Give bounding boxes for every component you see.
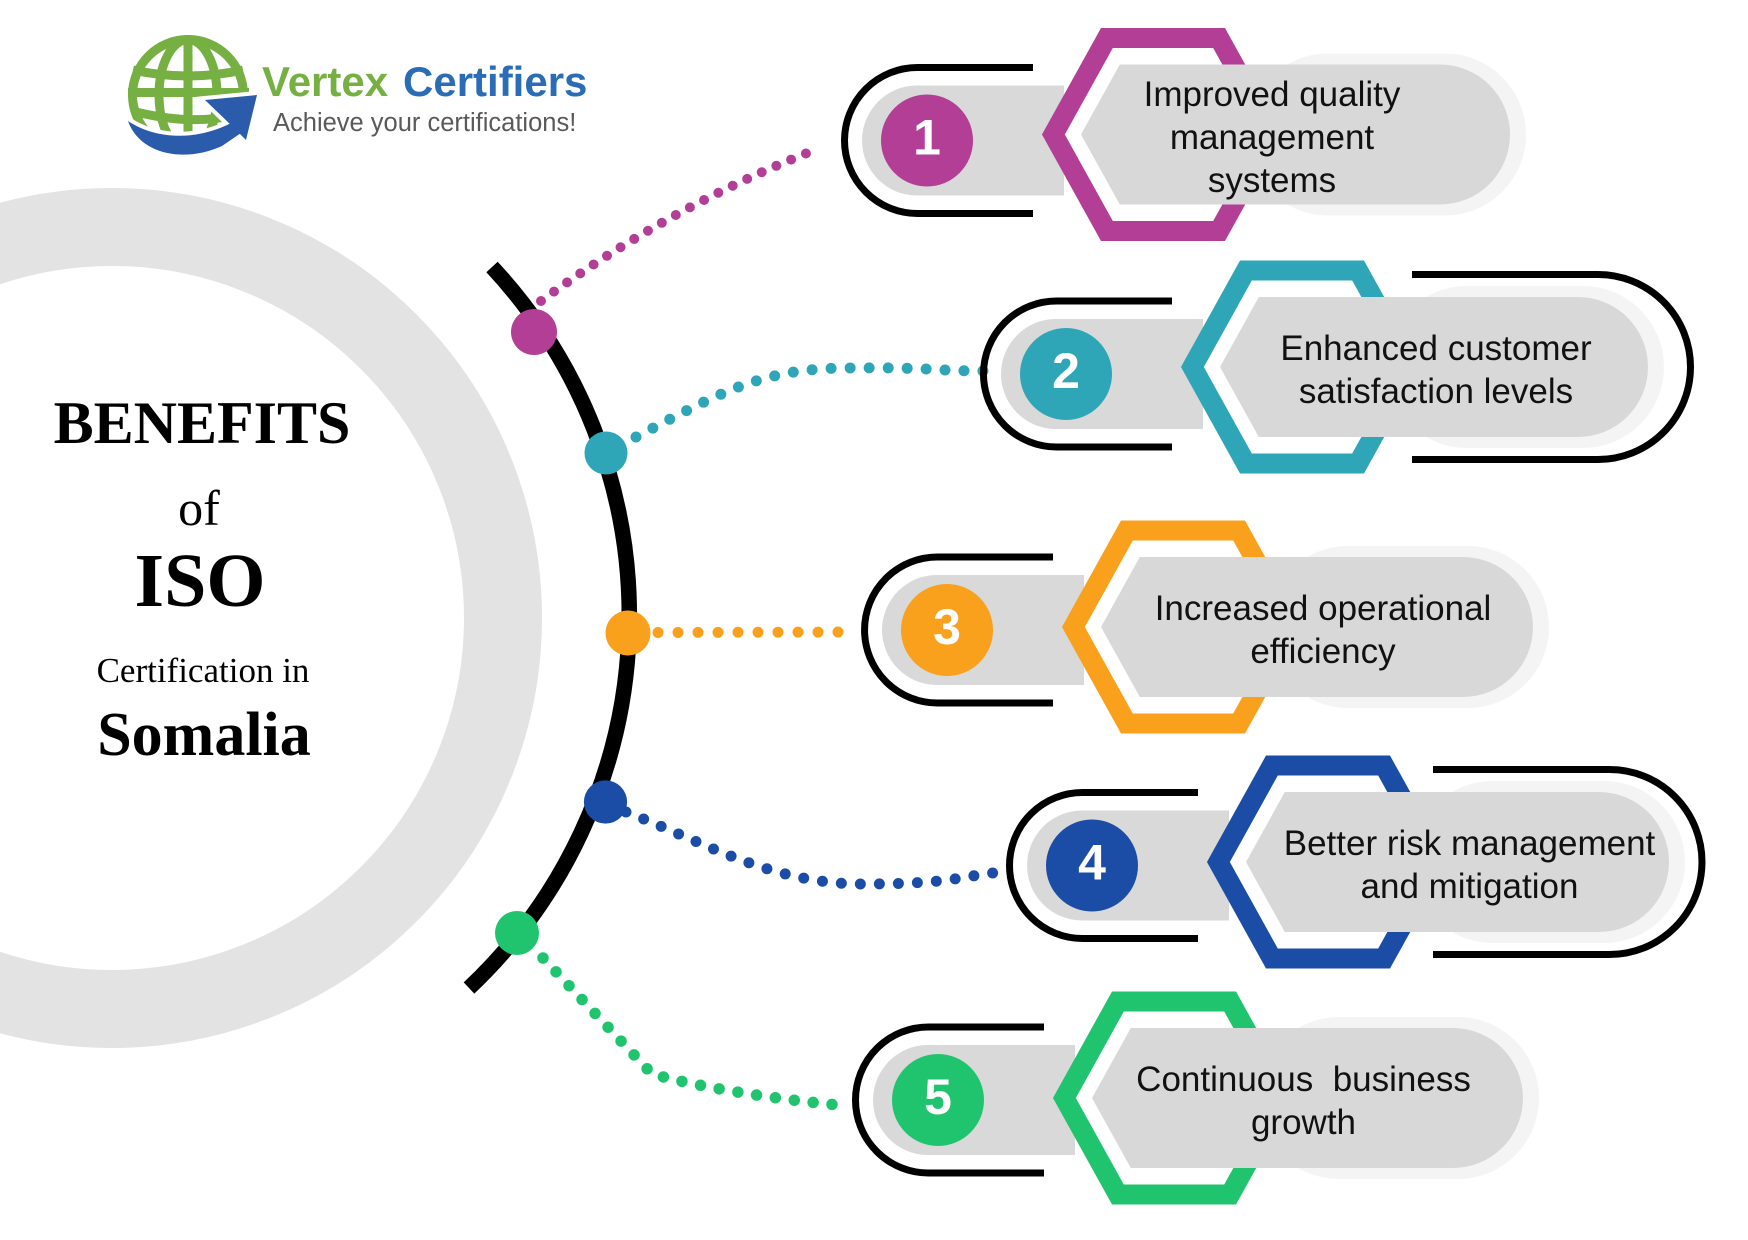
svg-text:growth: growth: [1251, 1103, 1356, 1142]
svg-text:Vertex: Vertex: [262, 58, 389, 105]
svg-text:3: 3: [933, 599, 961, 655]
svg-text:Certifiers: Certifiers: [403, 58, 587, 105]
svg-text:management: management: [1170, 118, 1375, 157]
svg-text:efficiency: efficiency: [1250, 632, 1396, 671]
svg-text:systems: systems: [1208, 161, 1336, 200]
svg-text:Continuous business: Continuous business: [1136, 1060, 1471, 1099]
svg-text:satisfaction levels: satisfaction levels: [1299, 372, 1573, 411]
svg-text:5: 5: [924, 1069, 952, 1125]
svg-text:Achieve your certifications!: Achieve your certifications!: [273, 109, 576, 137]
svg-text:Enhanced customer: Enhanced customer: [1280, 329, 1592, 368]
svg-text:2: 2: [1052, 343, 1080, 399]
svg-text:BENEFITS: BENEFITS: [54, 390, 351, 456]
svg-text:4: 4: [1078, 835, 1106, 891]
svg-text:Somalia: Somalia: [97, 701, 311, 769]
svg-text:Better risk management: Better risk management: [1284, 824, 1656, 863]
svg-text:of: of: [178, 480, 220, 536]
svg-text:Certification in: Certification in: [97, 651, 310, 690]
svg-text:1: 1: [913, 110, 941, 166]
svg-text:and mitigation: and mitigation: [1361, 867, 1579, 906]
svg-text:Improved quality: Improved quality: [1144, 75, 1401, 114]
svg-text:Increased operational: Increased operational: [1155, 589, 1492, 628]
svg-text:ISO: ISO: [135, 539, 266, 623]
